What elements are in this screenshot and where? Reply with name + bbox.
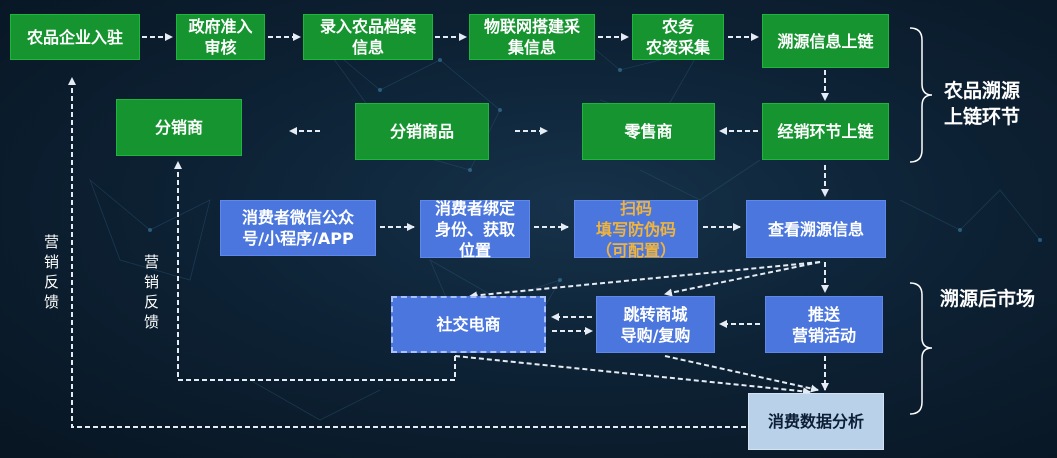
push-marketing-line-1: 推送 — [807, 304, 840, 324]
dist-goods-label: 分销商品 — [389, 122, 454, 141]
jump-mall-line-2: 导购/复购 — [620, 325, 691, 345]
left-feedback-line — [68, 77, 746, 428]
trace-chain-label: 溯源信息上链 — [777, 31, 874, 51]
retailer-label: 零售商 — [624, 122, 673, 141]
farm-collect-line-2: 农资采集 — [645, 38, 710, 57]
enterprise-entry-label: 农品企业入驻 — [26, 27, 123, 47]
middle-feedback-char-2: 销 — [144, 273, 160, 291]
left-feedback-char-4: 馈 — [44, 293, 60, 311]
dist-goods-node: 分销商品 — [355, 103, 489, 160]
record-archive-line-1: 录入农品档案 — [319, 17, 416, 36]
jump-mall-line-1: 跳转商城 — [623, 304, 688, 324]
chain-stage-line-2: 上链环节 — [944, 106, 1021, 128]
data-analysis-label: 消费数据分析 — [767, 412, 864, 431]
left-feedback-label: 营 销 反 馈 — [44, 232, 59, 312]
view-trace-node: 查看溯源信息 — [746, 200, 886, 258]
middle-feedback-char-4: 馈 — [144, 313, 160, 331]
distributor-node: 分销商 — [116, 99, 242, 156]
farm-collect-line-1: 农务 — [661, 17, 694, 36]
jump-mall-node: 跳转商城 导购/复购 — [596, 296, 715, 353]
stage-brackets — [909, 27, 933, 415]
gov-review-line-1: 政府准入 — [188, 17, 253, 36]
trace-chain-node: 溯源信息上链 — [762, 14, 889, 68]
social-ecom-node: 社交电商 — [391, 296, 546, 353]
scan-code-line-2: 填写防伪码 — [595, 219, 676, 239]
record-archive-line-2: 信息 — [351, 38, 384, 57]
gov-review-node: 政府准入 审核 — [176, 14, 265, 60]
retailer-node: 零售商 — [582, 103, 715, 160]
view-trace-label: 查看溯源信息 — [767, 219, 864, 239]
consumer-wechat-node: 消费者微信公众 号/小程序/APP — [220, 200, 376, 256]
arrow-social-to-analysis — [454, 355, 811, 396]
push-marketing-node: 推送 营销活动 — [765, 296, 883, 353]
market-stage-line-1: 溯源后市场 — [940, 288, 1036, 310]
background-dots — [148, 38, 1042, 302]
social-ecom-label: 社交电商 — [436, 315, 501, 334]
iot-collect-line-2: 集信息 — [507, 38, 556, 57]
middle-feedback-label: 营 销 反 馈 — [144, 252, 159, 332]
market-stage-bracket — [909, 282, 933, 415]
arrow-view-to-social — [469, 261, 821, 300]
data-analysis-node: 消费数据分析 — [748, 393, 884, 450]
scan-code-node: 扫码 填写防伪码 （可配置） — [574, 198, 698, 260]
consumer-bind-line-2: 身份、获取 — [434, 219, 515, 239]
middle-feedback-char-3: 反 — [144, 293, 160, 311]
left-feedback-char-3: 反 — [44, 273, 60, 291]
left-feedback-char-1: 营 — [44, 233, 60, 251]
scan-code-line-3: （可配置） — [595, 240, 676, 260]
consumer-wechat-line-2: 号/小程序/APP — [242, 229, 354, 248]
middle-feedback-char-1: 营 — [144, 253, 160, 271]
consumer-bind-node: 消费者绑定 身份、获取 位置 — [420, 198, 530, 260]
push-marketing-line-2: 营销活动 — [791, 325, 856, 345]
scan-code-line-1: 扫码 — [619, 198, 652, 218]
arrow-mall-to-analysis — [664, 355, 819, 393]
farm-collect-node: 农务 农资采集 — [632, 14, 724, 60]
iot-collect-node: 物联网搭建采 集信息 — [469, 14, 595, 60]
consumer-wechat-line-1: 消费者微信公众 — [241, 208, 354, 227]
consumer-bind-line-3: 位置 — [458, 240, 491, 260]
left-feedback-char-2: 销 — [44, 253, 60, 271]
arrow-view-to-mall — [664, 261, 821, 297]
market-stage-label: 溯源后市场 — [940, 286, 1035, 312]
dealer-chain-label: 经销环节上链 — [777, 122, 874, 141]
consumer-bind-line-1: 消费者绑定 — [434, 198, 515, 218]
chain-stage-line-1: 农品溯源 — [944, 80, 1021, 102]
record-archive-node: 录入农品档案 信息 — [303, 14, 433, 60]
enterprise-entry-node: 农品企业入驻 — [10, 14, 140, 60]
gov-review-line-2: 审核 — [204, 38, 237, 57]
distributor-label: 分销商 — [154, 118, 203, 137]
chain-stage-label: 农品溯源 上链环节 — [944, 78, 1020, 130]
middle-feedback-line — [174, 161, 456, 381]
dealer-chain-node: 经销环节上链 — [762, 103, 889, 160]
chain-stage-bracket — [909, 27, 933, 163]
iot-collect-line-1: 物联网搭建采 — [483, 17, 580, 36]
